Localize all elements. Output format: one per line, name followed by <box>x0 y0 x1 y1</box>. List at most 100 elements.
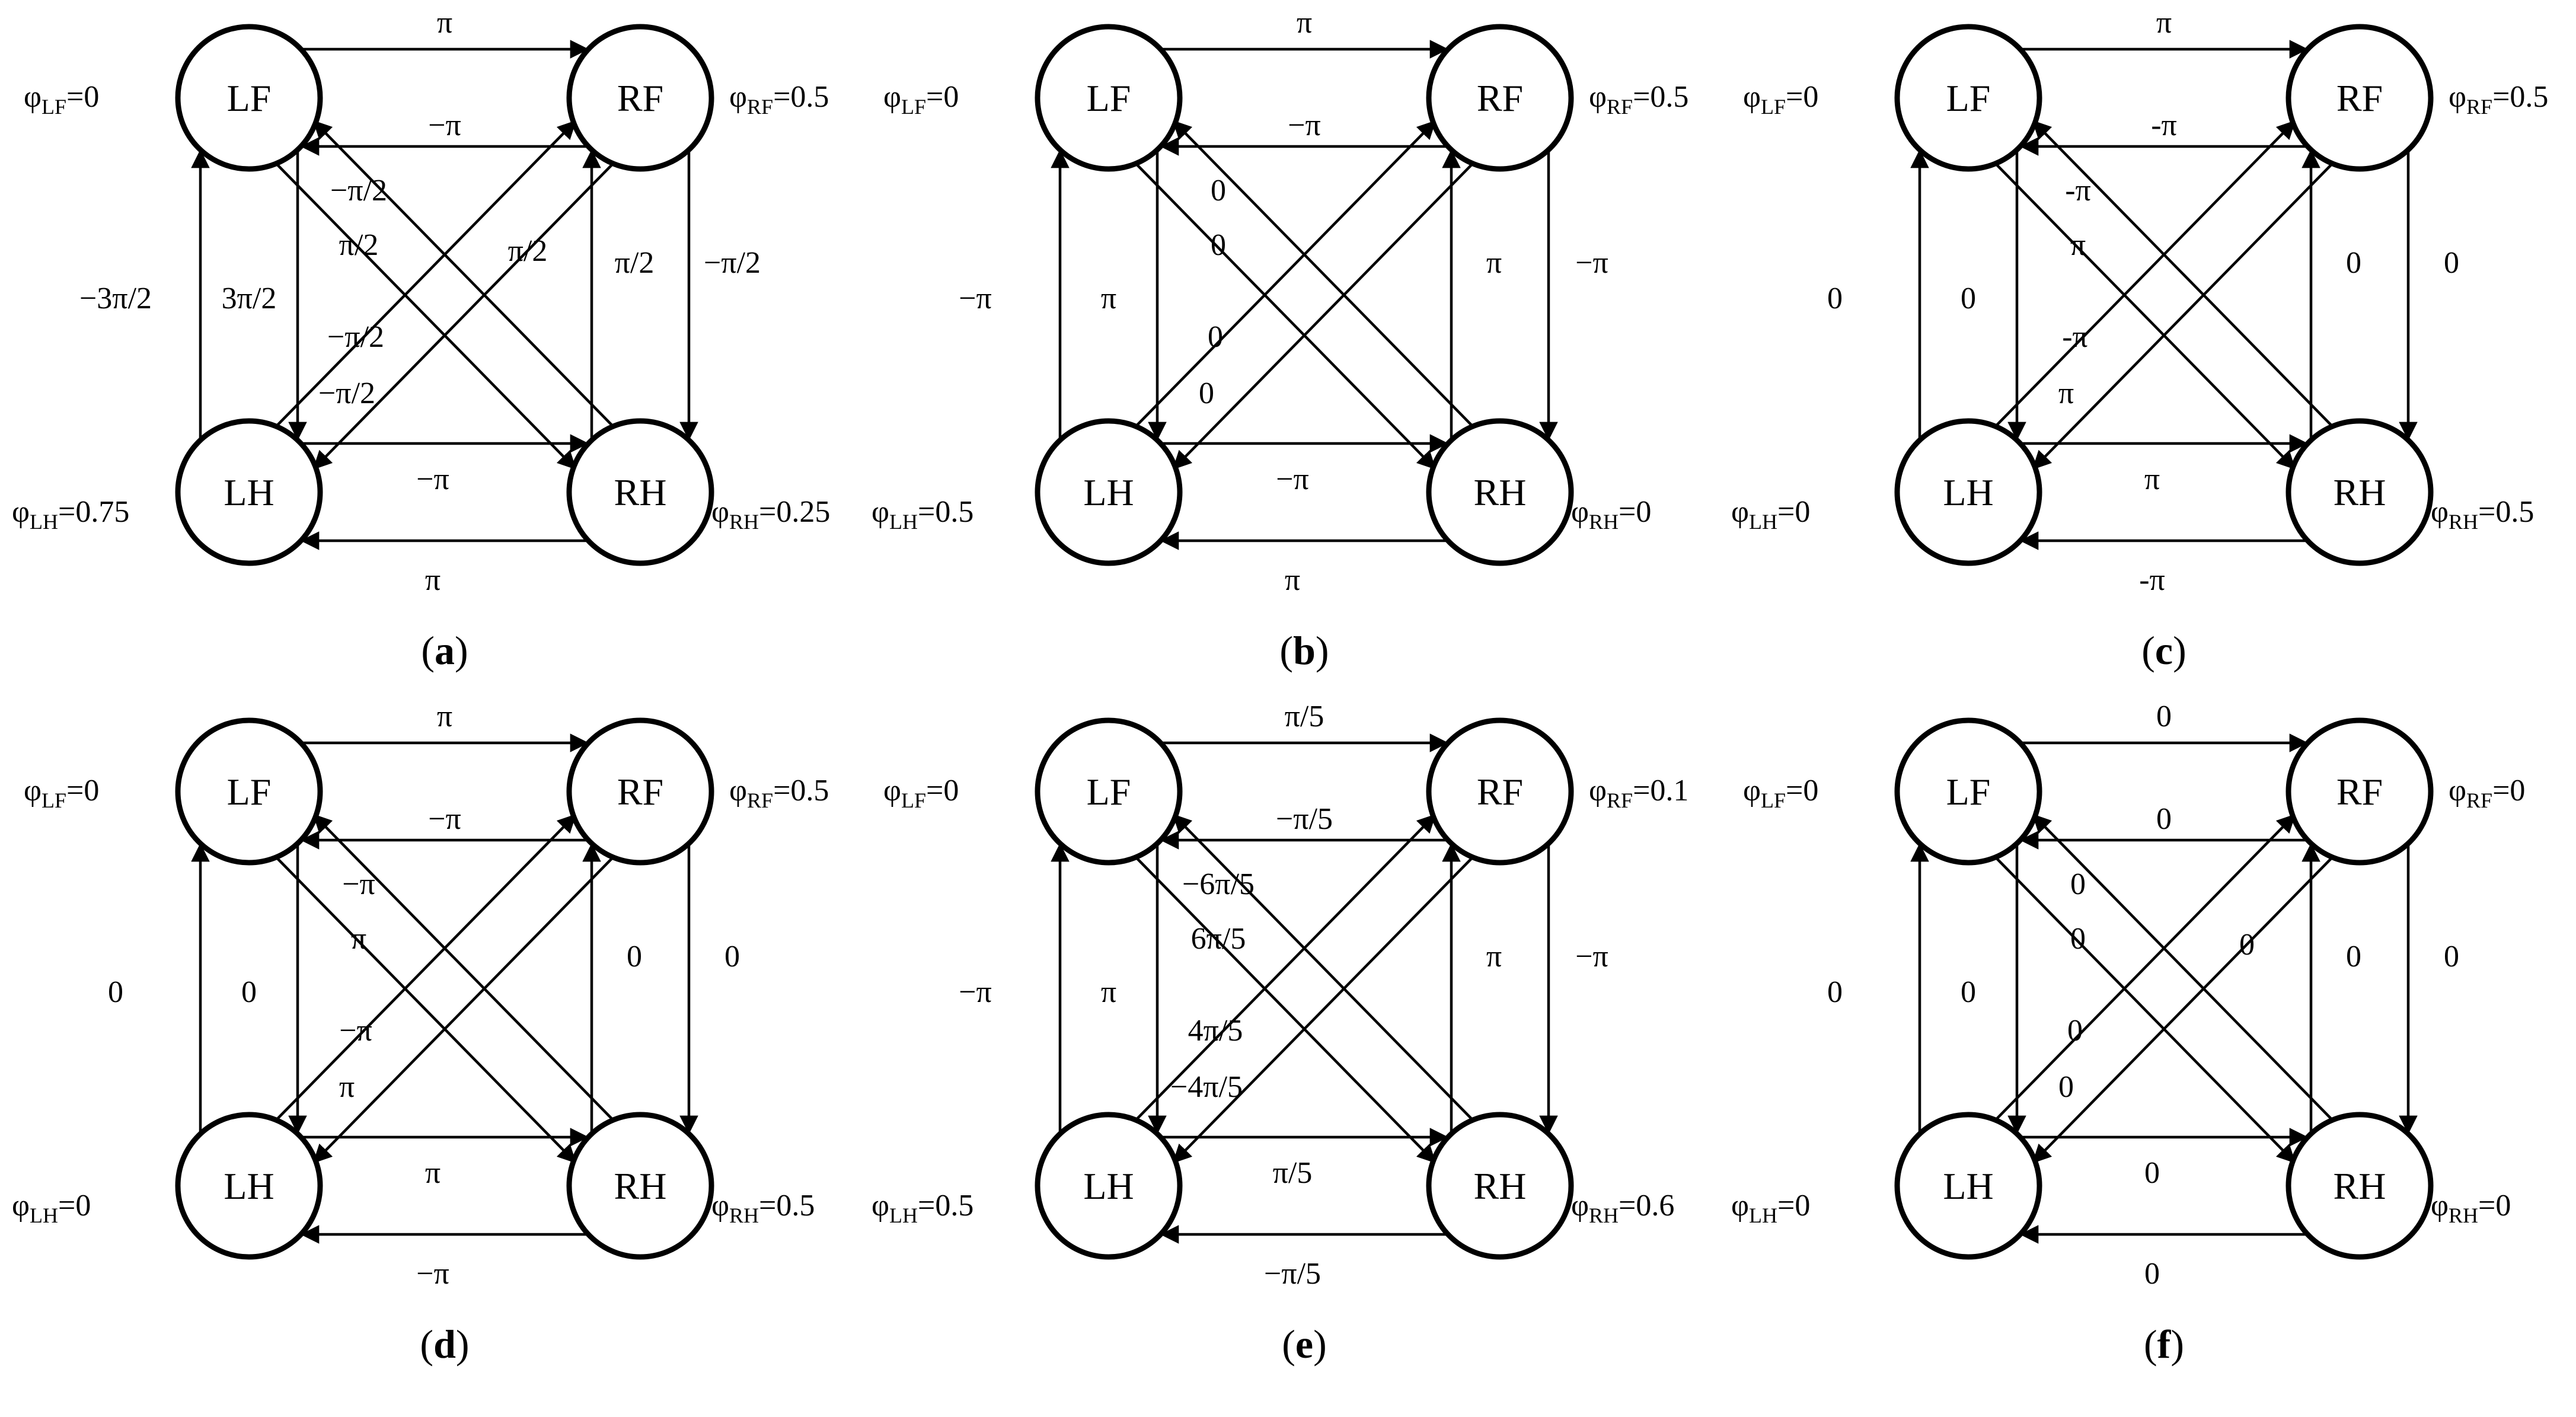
caption-open-paren: ( <box>2144 1322 2157 1367</box>
node-label: RH <box>1474 471 1527 513</box>
node-label: RH <box>614 1165 667 1207</box>
phase-symbol: φ <box>1731 1189 1749 1223</box>
phase-rh: φRH=0 <box>2431 1189 2511 1227</box>
edge-lh-to-rf <box>1994 813 2296 1122</box>
phase-symbol: φ <box>872 495 889 529</box>
edge-label-rf-rh: 0 <box>2444 940 2459 974</box>
node-label: LH <box>224 1165 274 1207</box>
caption-close-paren: ) <box>2170 1322 2184 1367</box>
node-circle <box>1426 717 1574 866</box>
phase-value: =0 <box>2492 774 2525 808</box>
edge-label-lf-lh: π <box>1101 975 1116 1009</box>
phase-value: =0.5 <box>773 80 829 114</box>
phase-symbol: φ <box>1589 774 1607 808</box>
edge-rh-to-lf <box>2032 120 2334 428</box>
phase-rf: φRF=0.1 <box>1589 774 1688 812</box>
phase-subscript: RF <box>2466 95 2492 119</box>
phase-symbol: φ <box>1743 774 1761 808</box>
phase-subscript: LF <box>1761 789 1786 812</box>
edge-lh-to-rf <box>1994 120 2296 428</box>
edge-label-rh-lf: 6π/5 <box>1191 922 1246 956</box>
edge-label-rh-rf: 0 <box>627 940 642 974</box>
node-label: LH <box>1083 1165 1134 1207</box>
phase-symbol: φ <box>1571 495 1589 529</box>
edge-label-rf-lh: 0 <box>1208 320 1223 354</box>
edge-lf-to-rh <box>1134 162 1437 470</box>
phase-value: =0.75 <box>58 495 129 529</box>
node-circle <box>566 1112 714 1260</box>
node-circle <box>1035 717 1183 866</box>
phase-symbol: φ <box>2449 80 2466 114</box>
node-rh: RH <box>566 418 714 566</box>
phase-lf: φLF=0 <box>1743 80 1818 119</box>
phase-subscript: RH <box>2449 510 2478 534</box>
phase-subscript: RF <box>1607 95 1633 119</box>
phase-value: =0 <box>1777 1189 1810 1223</box>
phase-lh: φLH=0.5 <box>872 1189 973 1227</box>
phase-subscript: LF <box>901 789 926 812</box>
phase-subscript: LF <box>42 95 66 119</box>
phase-symbol: φ <box>883 774 901 808</box>
edge-label-lf-rh: −π/2 <box>330 174 387 208</box>
node-lf: LF <box>175 24 323 172</box>
edge-rh-to-lf <box>312 813 615 1122</box>
edge-label-lf-rf: π <box>2156 6 2172 40</box>
caption-open-paren: ( <box>2141 628 2155 673</box>
node-circle <box>175 418 323 566</box>
edge-label-lh-rf: 0 <box>2239 928 2255 962</box>
phase-subscript: RH <box>2449 1204 2478 1227</box>
edge-label-rf-lf: −π/5 <box>1276 802 1333 836</box>
phase-subscript: LH <box>1749 510 1777 534</box>
panel-caption: (d) <box>420 1322 469 1367</box>
phase-subscript: LH <box>30 1204 58 1227</box>
node-lh: LH <box>1894 418 2042 566</box>
node-lh: LH <box>1035 418 1183 566</box>
edge-label-rh-lh: -π <box>2139 563 2165 597</box>
node-circle <box>175 717 323 866</box>
phase-rh: φRH=0.5 <box>711 1189 815 1227</box>
phase-value: =0 <box>1786 774 1818 808</box>
node-label: RH <box>2334 471 2386 513</box>
node-label: LF <box>227 771 272 813</box>
node-circle <box>1894 1112 2042 1260</box>
phase-lh: φLH=0 <box>12 1189 91 1227</box>
node-rf: RF <box>566 717 714 866</box>
node-lh: LH <box>1035 1112 1183 1260</box>
edge-label-rf-lh: −π <box>339 1014 372 1048</box>
phase-symbol: φ <box>12 1189 30 1223</box>
node-lf: LF <box>175 717 323 866</box>
node-rh: RH <box>566 1112 714 1260</box>
phase-rf: φRF=0 <box>2449 774 2525 812</box>
phase-symbol: φ <box>729 80 747 114</box>
node-lf: LF <box>1035 24 1183 172</box>
edge-label-lh-rh: π <box>339 1070 355 1104</box>
edge-lf-to-rh <box>274 856 577 1164</box>
edge-label-lh-rh-lower: −π <box>416 462 449 496</box>
phase-rh: φRH=0.6 <box>1571 1189 1674 1227</box>
node-label: LH <box>1943 1165 1993 1207</box>
edge-label-lh-rh-lower: π/5 <box>1273 1156 1313 1190</box>
edge-label-rh-rf: π/2 <box>615 246 655 280</box>
edge-label-rh-lf: π/2 <box>339 228 379 262</box>
edge-label-lh-rh-lower: 0 <box>2144 1156 2160 1190</box>
phase-value: =0 <box>926 774 959 808</box>
edge-label-rf-rh: −π/2 <box>704 246 761 280</box>
node-rf: RF <box>2285 717 2434 866</box>
caption-letter: e <box>1295 1322 1313 1367</box>
phase-value: =0 <box>58 1189 91 1223</box>
phase-symbol: φ <box>711 1189 729 1223</box>
phase-subscript: LH <box>30 510 58 534</box>
edge-label-rh-lh: −π/5 <box>1264 1257 1321 1291</box>
node-circle <box>2285 24 2434 172</box>
edge-label-rf-lh: 0 <box>2067 1014 2083 1048</box>
phase-subscript: RF <box>747 789 773 812</box>
phase-subscript: RH <box>729 1204 759 1227</box>
phase-rf: φRF=0.5 <box>2449 80 2548 119</box>
node-label: RH <box>1474 1165 1527 1207</box>
phase-value: =0.5 <box>1633 80 1688 114</box>
caption-close-paren: ) <box>456 1322 470 1367</box>
